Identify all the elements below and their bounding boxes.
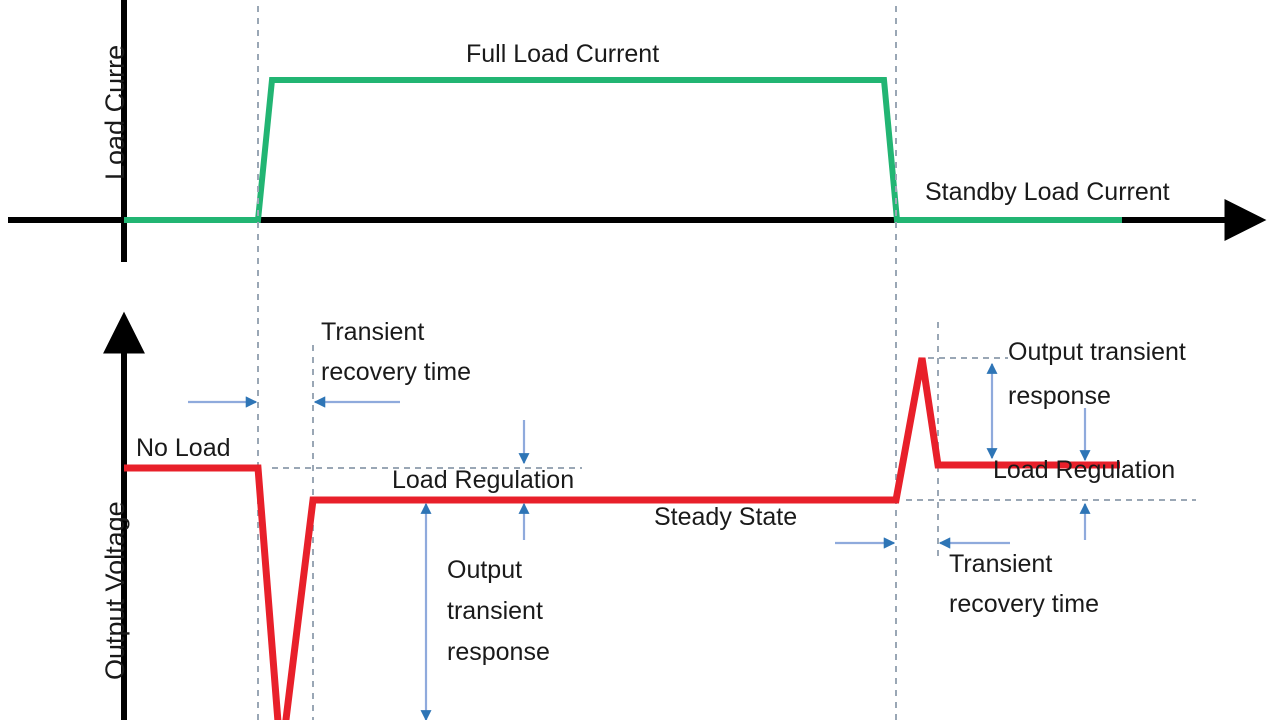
full-load-current-label: Full Load Current [466, 40, 660, 68]
steady-state-label: Steady State [654, 503, 798, 531]
output-transient-response-right-line1: Output transient [1008, 338, 1186, 366]
standby-load-current-label: Standby Load Current [925, 178, 1170, 206]
load-current-trace [124, 77, 1122, 223]
load-regulation-right-label: Load Regulation [993, 456, 1176, 484]
load-regulation-left-label: Load Regulation [392, 466, 575, 494]
event-marker-lines [257, 0, 897, 720]
output-transient-response-right-line2: response [1008, 382, 1111, 410]
output-voltage-trace [124, 357, 1120, 720]
load-current-panel [8, 0, 1267, 262]
output-transient-response-left-line1: Output [447, 556, 523, 584]
load-current-axis-label: Load Curre [100, 44, 130, 180]
output-transient-response-left-line2: transient [447, 597, 543, 625]
transient-recovery-time-right-line1: Transient [949, 550, 1053, 578]
transient-recovery-time-right-line2: recovery time [949, 590, 1100, 618]
annotation-arrows [188, 362, 1091, 720]
output-voltage-panel [103, 311, 1196, 720]
output-transient-response-left-line3: response [447, 638, 550, 666]
no-load-label: No Load [136, 434, 231, 462]
transient-recovery-time-left-line1: Transient [321, 318, 425, 346]
output-voltage-axis-label: Output Voltage [100, 501, 130, 680]
transient-recovery-time-left-line2: recovery time [321, 358, 472, 386]
recovery-marker-lines [312, 322, 939, 720]
